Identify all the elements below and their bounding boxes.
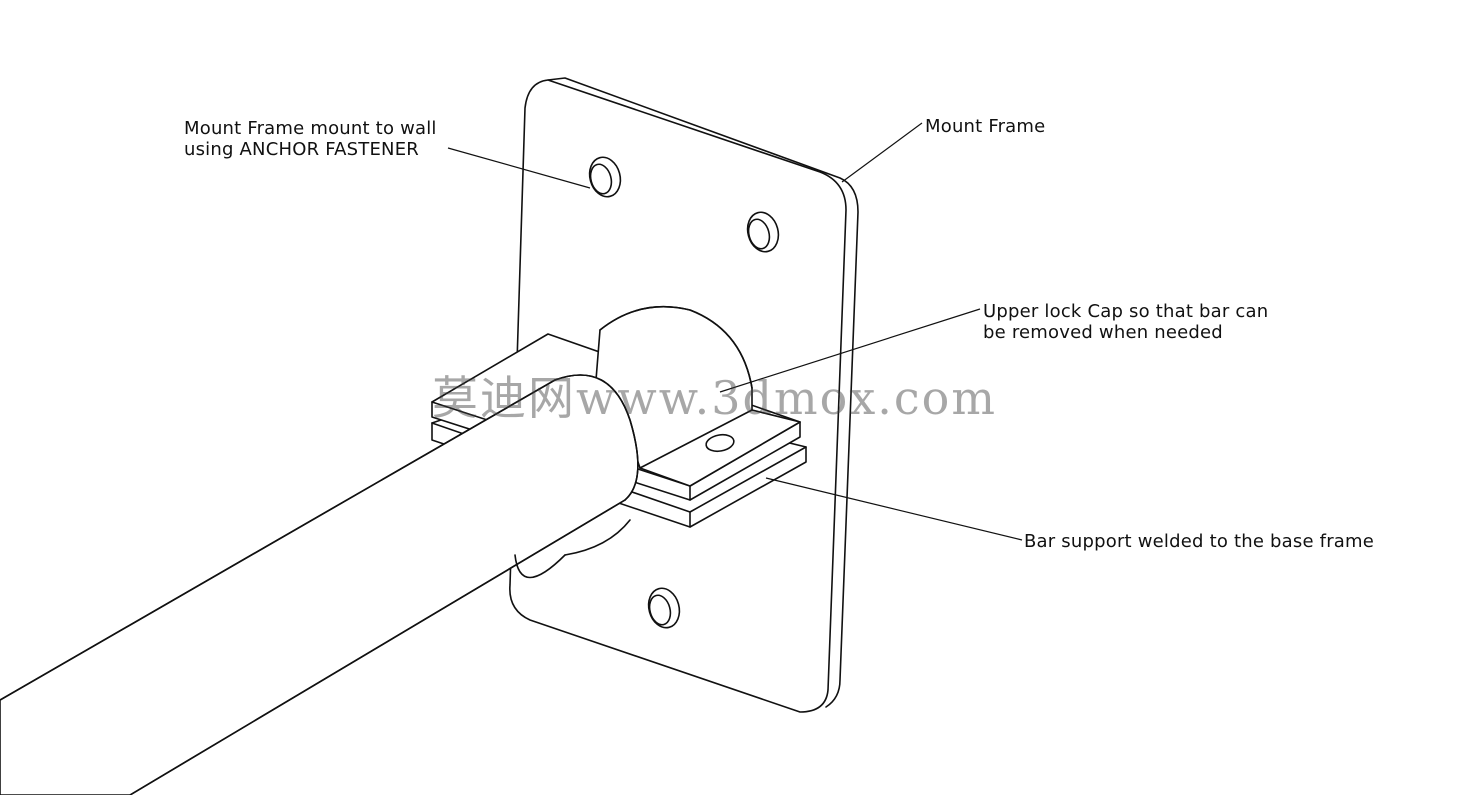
callout-upper-lock-cap-line2: be removed when needed (983, 322, 1223, 343)
anchor-hole-top-left (588, 156, 622, 198)
watermark: 莫迪网www.3dmox.com (432, 371, 997, 425)
leader-mount-frame (841, 122, 923, 183)
leader-upper-lock-cap (719, 308, 981, 393)
callout-bar-support: Bar support welded to the base frame (1024, 531, 1375, 552)
anchor-hole-top-right (746, 211, 780, 253)
callout-mount-frame: Mount Frame (925, 116, 1046, 137)
leader-mount-frame-wall (447, 147, 591, 189)
callout-upper-lock-cap-line1: Upper lock Cap so that bar can (983, 301, 1269, 322)
anchor-hole-bottom (647, 587, 681, 629)
callout-mount-frame-wall: Mount Frame mount to wall using ANCHOR F… (184, 118, 437, 160)
bar-tube (0, 374, 639, 795)
callout-upper-lock-cap: Upper lock Cap so that bar can be remove… (983, 301, 1268, 343)
leader-bar-support (765, 477, 1023, 541)
callout-mount-frame-wall-line2: using ANCHOR FASTENER (184, 139, 419, 160)
mount-frame-thickness (547, 77, 859, 708)
callout-mount-frame-wall-line1: Mount Frame mount to wall (184, 118, 437, 139)
